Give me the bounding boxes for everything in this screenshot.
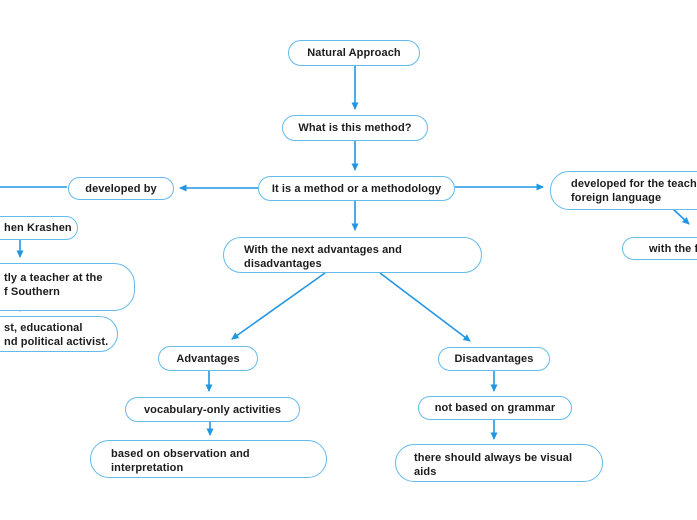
- node-stephen-krashen-label: hen Krashen: [4, 222, 72, 234]
- node-with-next-line1: With the next advantages and: [244, 244, 402, 256]
- node-activist-line1: st, educational: [4, 322, 83, 334]
- node-not-based-on-grammar[interactable]: not based on grammar: [418, 396, 572, 420]
- node-developed-by-label: developed by: [85, 182, 157, 195]
- connector-withnext-to-disadvantages: [379, 272, 471, 342]
- node-developed-for-teaching[interactable]: developed for the teaching foreign langu…: [550, 171, 697, 210]
- node-developed-by[interactable]: developed by: [68, 177, 174, 200]
- connector-developed-for-to-withfo: [671, 207, 690, 225]
- node-method-or-methodology[interactable]: It is a method or a methodology: [258, 176, 455, 201]
- node-educational-political-activist[interactable]: st, educational nd political activist.: [0, 316, 118, 352]
- node-visual-aids-line2: aids: [414, 466, 437, 478]
- node-vocabulary-label: vocabulary-only activities: [143, 403, 282, 416]
- node-observation-line1: based on observation and: [111, 448, 250, 460]
- node-stephen-krashen[interactable]: hen Krashen: [0, 216, 78, 240]
- node-not-grammar-label: not based on grammar: [434, 402, 556, 414]
- node-with-the-following[interactable]: with the fo: [622, 237, 697, 260]
- node-what-is-this-method-label: What is this method?: [298, 122, 412, 134]
- node-based-on-observation[interactable]: based on observation and interpretation: [90, 440, 327, 478]
- node-activist-line2: nd political activist.: [4, 336, 109, 348]
- node-with-the-following-label: with the fo: [649, 243, 697, 255]
- node-with-next-advantages[interactable]: With the next advantages and disadvantag…: [223, 237, 482, 273]
- node-advantages[interactable]: Advantages: [158, 346, 258, 371]
- node-visual-aids-line1: there should always be visual: [414, 452, 573, 464]
- node-disadvantages-label: Disadvantages: [454, 353, 534, 365]
- node-what-is-this-method[interactable]: What is this method?: [282, 115, 428, 141]
- node-developed-for-line2: foreign language: [571, 192, 662, 204]
- node-advantages-label: Advantages: [176, 352, 240, 365]
- node-teacher-line1: tly a teacher at the: [4, 272, 103, 284]
- node-vocabulary-only-activities[interactable]: vocabulary-only activities: [125, 397, 300, 422]
- node-natural-approach-label: Natural Approach: [307, 47, 401, 59]
- node-method-or-methodology-label: It is a method or a methodology: [271, 182, 442, 195]
- node-teacher-at-southern[interactable]: tly a teacher at the f Southern: [0, 263, 135, 311]
- node-visual-aids[interactable]: there should always be visual aids: [395, 444, 603, 482]
- node-with-next-line2: disadvantages: [244, 258, 322, 270]
- node-observation-line2: interpretation: [111, 462, 184, 474]
- node-teacher-line2: f Southern: [4, 286, 60, 298]
- node-natural-approach[interactable]: Natural Approach: [288, 40, 420, 66]
- node-disadvantages[interactable]: Disadvantages: [438, 347, 550, 371]
- node-developed-for-line1: developed for the teaching: [571, 178, 697, 190]
- connector-withnext-to-advantages: [231, 272, 326, 340]
